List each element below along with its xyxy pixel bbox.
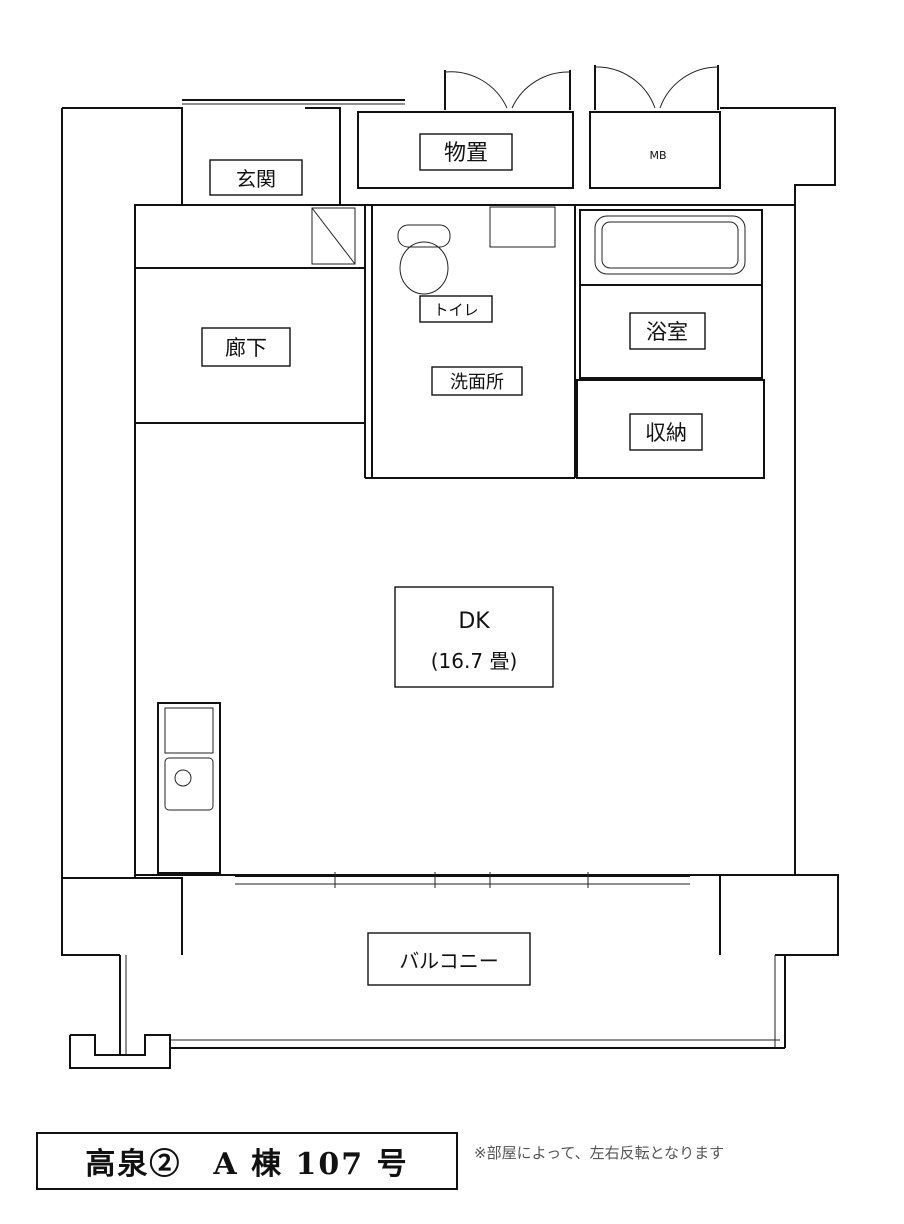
dk-size-label: (16.7 畳) xyxy=(431,649,518,673)
mb-label: MB xyxy=(649,149,666,162)
storage-label: 物置 xyxy=(444,141,488,166)
washroom-label-box xyxy=(431,366,523,396)
washroom-label: 洗面所 xyxy=(450,372,504,393)
layout-note: ※部屋によって、左右反転となります xyxy=(474,1144,725,1162)
storage-doors xyxy=(357,65,721,189)
dk-label-box xyxy=(394,586,554,688)
hallway-label-box xyxy=(201,327,291,367)
bath-label-box xyxy=(629,312,706,350)
closet-label-box xyxy=(629,413,703,451)
balcony-label-box xyxy=(367,932,531,986)
entrance-label-box xyxy=(209,159,303,196)
bath-label: 浴室 xyxy=(646,320,688,344)
hallway-label: 廊下 xyxy=(225,336,267,360)
entrance-label: 玄関 xyxy=(236,167,276,191)
dk-label: DK xyxy=(458,609,490,634)
property-title: 高泉② A 棟 107 号 xyxy=(36,1132,458,1190)
outer-walls xyxy=(61,99,839,1069)
toilet-label-box xyxy=(419,295,493,323)
closet-label: 収納 xyxy=(645,421,687,445)
interior-walls xyxy=(134,204,796,888)
balcony-label: バルコニー xyxy=(399,949,499,973)
storage-label-box xyxy=(419,133,513,171)
toilet-label: トイレ xyxy=(433,301,478,319)
